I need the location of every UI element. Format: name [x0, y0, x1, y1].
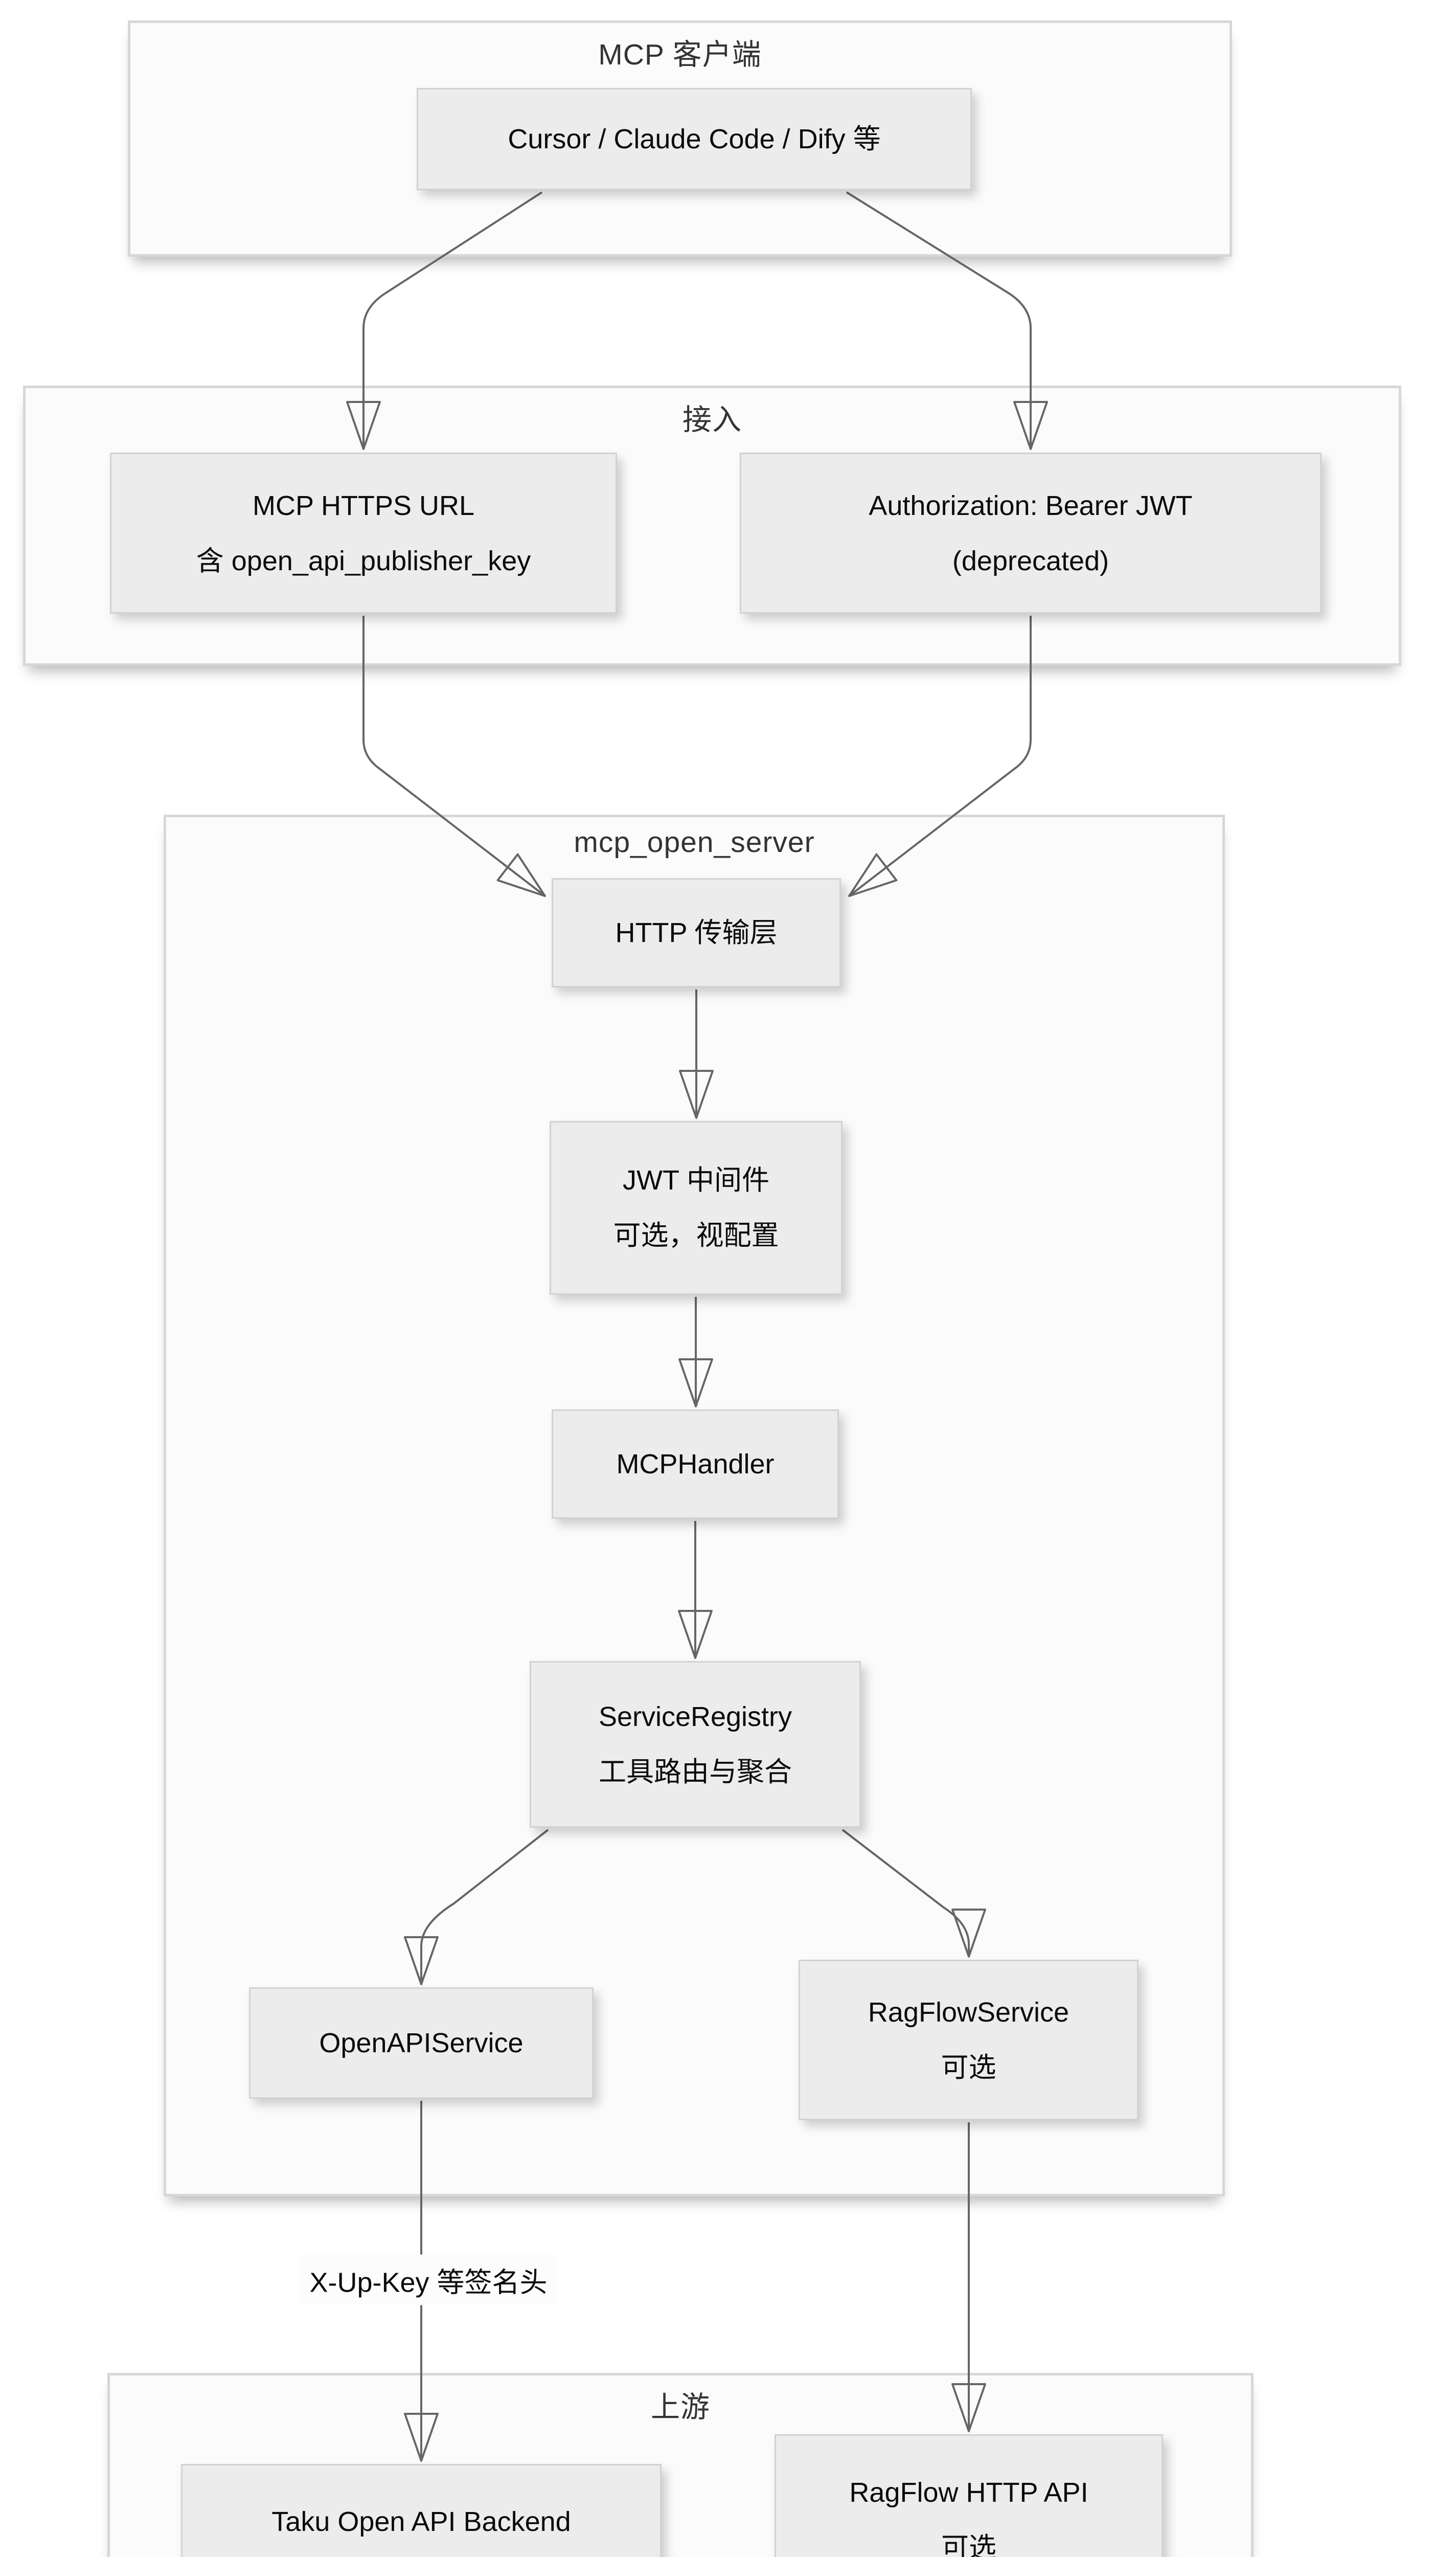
node-taku-backend-label: Taku Open API Backend: [271, 2506, 571, 2537]
node-mcp-clients-label: Cursor / Claude Code / Dify 等: [508, 124, 881, 154]
node-jwt-middleware-line1: JWT 中间件: [623, 1165, 769, 1196]
node-mcp-https-url-line2: 含 open_api_publisher_key: [196, 545, 531, 576]
node-ragflow-service: RagFlowService 可选: [799, 1960, 1139, 2120]
node-ragflow-http-api-line1: RagFlow HTTP API: [849, 2477, 1088, 2508]
node-mcp-handler-label: MCPHandler: [616, 1449, 775, 1479]
cluster-mcp-client-title: MCP 客户端: [598, 38, 762, 71]
node-mcp-https-url: MCP HTTPS URL 含 open_api_publisher_key: [110, 453, 617, 614]
node-mcp-handler: MCPHandler: [552, 1409, 839, 1519]
node-ragflow-service-line1: RagFlowService: [868, 1997, 1070, 2028]
edge-jwt-to-http: [848, 616, 1032, 897]
node-mcp-clients: Cursor / Claude Code / Dify 等: [417, 88, 972, 190]
cluster-upstream-title: 上游: [651, 2391, 710, 2424]
node-ragflow-service-line2: 可选: [941, 2052, 996, 2083]
edge-registry-to-openapi: [404, 1829, 549, 1985]
node-ragflow-http-api-line2: 可选: [941, 2532, 996, 2557]
node-mcp-https-url-line1: MCP HTTPS URL: [252, 490, 475, 521]
edge-client-to-jwt: [846, 191, 1048, 450]
cluster-mcp-open-server-title: mcp_open_server: [574, 826, 815, 859]
node-bearer-jwt-line1: Authorization: Bearer JWT: [869, 490, 1193, 521]
node-http-transport-label: HTTP 传输层: [615, 917, 778, 948]
edge-url-to-http: [362, 616, 546, 897]
node-openapi-service: OpenAPIService: [249, 1987, 594, 2099]
node-service-registry-line2: 工具路由与聚合: [599, 1757, 792, 1787]
node-jwt-middleware: JWT 中间件 可选，视配置: [550, 1121, 843, 1295]
node-openapi-service-label: OpenAPIService: [319, 2028, 524, 2058]
node-http-transport: HTTP 传输层: [552, 878, 841, 988]
node-bearer-jwt-line2: (deprecated): [952, 545, 1109, 576]
edge-client-to-url: [346, 191, 543, 450]
edge-registry-to-ragsvc: [841, 1829, 986, 1958]
node-service-registry: ServiceRegistry 工具路由与聚合: [530, 1661, 861, 1828]
edge-label-signing-headers: X-Up-Key 等签名头: [300, 2254, 557, 2305]
node-bearer-jwt: Authorization: Bearer JWT (deprecated): [740, 453, 1322, 614]
node-taku-backend: Taku Open API Backend: [181, 2464, 662, 2557]
node-jwt-middleware-line2: 可选，视配置: [613, 1220, 779, 1251]
node-ragflow-http-api: RagFlow HTTP API 可选: [775, 2434, 1163, 2557]
node-service-registry-line1: ServiceRegistry: [598, 1701, 792, 1732]
cluster-access-title: 接入: [682, 403, 742, 436]
